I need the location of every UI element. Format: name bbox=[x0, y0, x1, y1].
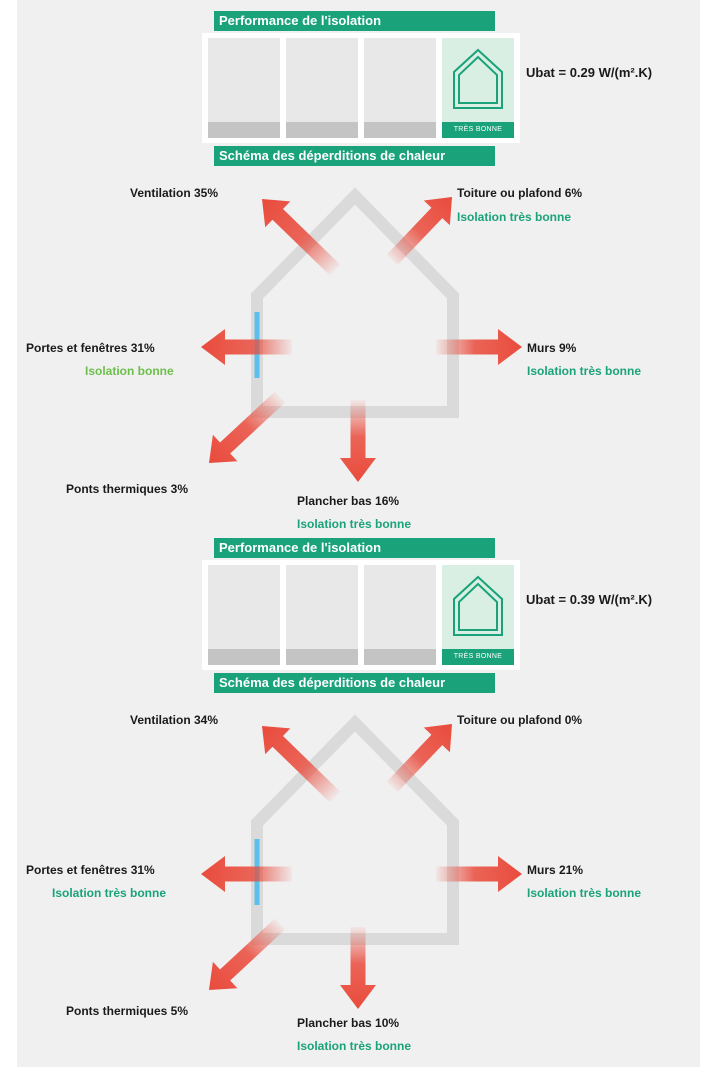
heat-loss-arrow-shape bbox=[201, 856, 292, 892]
rating-label: TRÈS BONNE bbox=[442, 122, 514, 138]
arrow-plancher-bas bbox=[340, 927, 376, 1009]
heat-loss-arrow-shape bbox=[262, 726, 341, 803]
performance-title: Performance de l'isolation bbox=[214, 11, 495, 31]
arrow-portes-fenetres bbox=[201, 329, 292, 365]
rating-cell-1 bbox=[208, 565, 280, 665]
heat-loss-arrow-shape bbox=[340, 400, 376, 482]
arrow-murs bbox=[436, 329, 522, 365]
heat-loss-arrow-shape bbox=[340, 927, 376, 1009]
portes-fenetres-isolation: Isolation très bonne bbox=[52, 886, 167, 900]
portes-fenetres-isolation: Isolation bonne bbox=[85, 364, 174, 378]
schema-title: Schéma des déperditions de chaleur bbox=[214, 673, 495, 693]
plancher-bas-isolation: Isolation très bonne bbox=[297, 517, 412, 531]
portes-fenetres-label: Portes et fenêtres 31% bbox=[26, 863, 155, 877]
ubat-value: Ubat = 0.29 W/(m².K) bbox=[526, 65, 653, 80]
heat-loss-section-2: Performance de l'isolation TRÈS BONNE Ub… bbox=[0, 527, 704, 1061]
rating-cell-very-good: TRÈS BONNE bbox=[442, 565, 514, 665]
ventilation-label: Ventilation 34% bbox=[130, 713, 219, 727]
rating-cell-very-good: TRÈS BONNE bbox=[442, 38, 514, 138]
murs-isolation: Isolation très bonne bbox=[527, 886, 642, 900]
plancher-bas-isolation: Isolation très bonne bbox=[297, 1039, 412, 1053]
murs-label: Murs 9% bbox=[527, 341, 577, 355]
heat-loss-diagram bbox=[201, 714, 522, 1009]
toiture-label: Toiture ou plafond 0% bbox=[457, 713, 583, 727]
heat-loss-arrow-shape bbox=[386, 724, 452, 793]
murs-label: Murs 21% bbox=[527, 863, 584, 877]
arrow-toiture bbox=[386, 197, 452, 266]
heat-loss-arrow-shape bbox=[386, 197, 452, 266]
portes-fenetres-label: Portes et fenêtres 31% bbox=[26, 341, 155, 355]
plancher-bas-label: Plancher bas 16% bbox=[297, 494, 400, 508]
house-icon bbox=[453, 575, 503, 636]
ponts-thermiques-label: Ponts thermiques 5% bbox=[66, 1004, 189, 1018]
plancher-bas-label: Plancher bas 10% bbox=[297, 1016, 400, 1030]
schema-title: Schéma des déperditions de chaleur bbox=[214, 146, 495, 166]
rating-cell-2 bbox=[286, 565, 358, 665]
arrow-toiture bbox=[386, 724, 452, 793]
toiture-label: Toiture ou plafond 6% bbox=[457, 186, 583, 200]
rating-label: TRÈS BONNE bbox=[442, 649, 514, 665]
heat-loss-diagram bbox=[201, 187, 522, 482]
heat-loss-arrow-shape bbox=[209, 391, 286, 463]
heat-loss-arrow-shape bbox=[209, 918, 286, 990]
performance-scale: TRÈS BONNE bbox=[202, 33, 520, 143]
performance-scale: TRÈS BONNE bbox=[202, 560, 520, 670]
arrow-ponts-thermiques bbox=[209, 918, 286, 990]
rating-cell-1 bbox=[208, 38, 280, 138]
rating-cell-2 bbox=[286, 38, 358, 138]
heat-loss-arrow-shape bbox=[436, 856, 522, 892]
arrow-murs bbox=[436, 856, 522, 892]
rating-cell-3 bbox=[364, 38, 436, 138]
ubat-value: Ubat = 0.39 W/(m².K) bbox=[526, 592, 653, 607]
arrow-ponts-thermiques bbox=[209, 391, 286, 463]
arrow-ventilation bbox=[262, 199, 341, 276]
arrow-portes-fenetres bbox=[201, 856, 292, 892]
heat-loss-arrow-shape bbox=[201, 329, 292, 365]
toiture-isolation: Isolation très bonne bbox=[457, 210, 572, 224]
ventilation-label: Ventilation 35% bbox=[130, 186, 219, 200]
rating-cell-3 bbox=[364, 565, 436, 665]
performance-title: Performance de l'isolation bbox=[214, 538, 495, 558]
murs-isolation: Isolation très bonne bbox=[527, 364, 642, 378]
ponts-thermiques-label: Ponts thermiques 3% bbox=[66, 482, 189, 496]
page-background bbox=[17, 0, 700, 1067]
heat-loss-section-1: Performance de l'isolation TRÈS BONNE Ub… bbox=[26, 11, 653, 531]
arrow-plancher-bas bbox=[340, 400, 376, 482]
house-icon bbox=[453, 48, 503, 109]
heat-loss-arrow-shape bbox=[436, 329, 522, 365]
heat-loss-arrow-shape bbox=[262, 199, 341, 276]
arrow-ventilation bbox=[262, 726, 341, 803]
